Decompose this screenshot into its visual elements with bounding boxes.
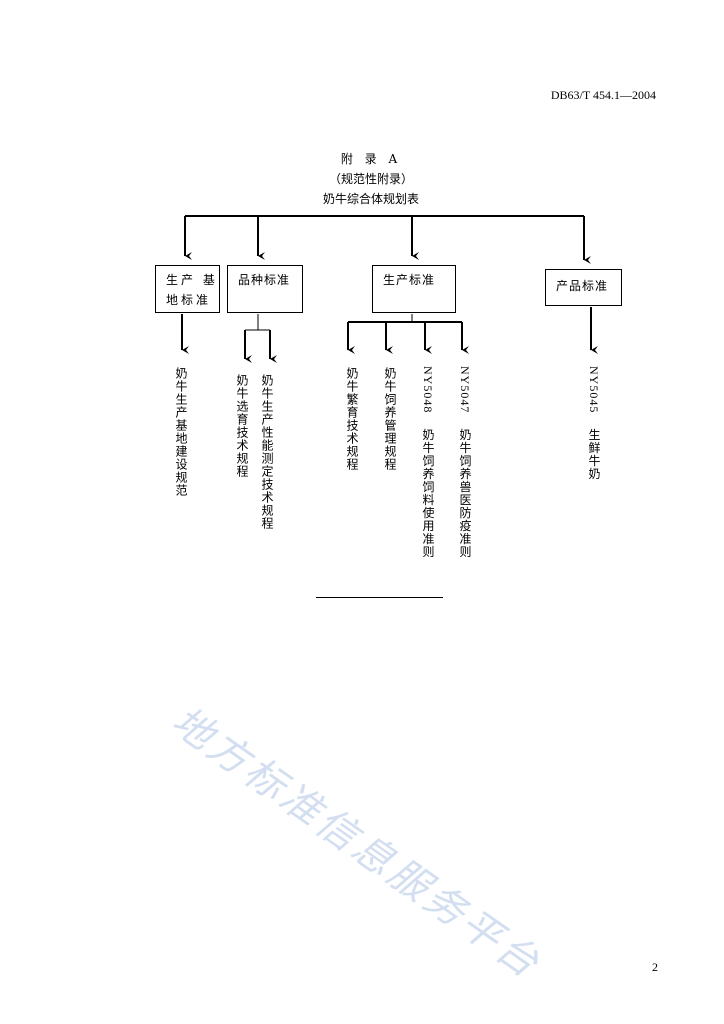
leaf-feed-use-code: NY5048 bbox=[421, 366, 435, 414]
leaf-performance-test: 奶牛生产性能测定技术规程 bbox=[260, 374, 274, 530]
leaf-milk: NY5045 生鲜牛奶 bbox=[587, 366, 601, 480]
page-number: 2 bbox=[652, 960, 658, 974]
appendix-name: 奶牛综合体规划表 bbox=[322, 192, 419, 206]
appendix-type: （规范性附录） bbox=[328, 172, 413, 186]
box-breed-standard: 品种标准 bbox=[227, 265, 303, 313]
box-base-line2: 地标准 bbox=[166, 293, 212, 307]
leaf-breeding: 奶牛繁育技术规程 bbox=[345, 367, 359, 471]
leaf-feed-use: NY5048 奶牛饲养饲料使用准则 bbox=[421, 366, 435, 558]
leaf-vet-text: 奶牛饲养兽医防疫准则 bbox=[458, 428, 472, 559]
leaf-base-construction: 奶牛生产基地建设规范 bbox=[174, 367, 188, 497]
end-rule bbox=[316, 597, 443, 598]
leaf-selection: 奶牛选育技术规程 bbox=[235, 374, 249, 478]
leaf-vet: NY5047 奶牛饲养兽医防疫准则 bbox=[458, 366, 472, 558]
leaf-milk-text: 生鲜牛奶 bbox=[587, 428, 601, 481]
appendix-title: 附 录 A bbox=[340, 152, 402, 166]
box-product-standard: 产品标准 bbox=[545, 269, 622, 306]
leaf-feed-use-text: 奶牛饲养饲料使用准则 bbox=[421, 428, 435, 559]
box-production-base-standard: 生产 基 地标准 bbox=[155, 265, 220, 313]
leaf-feeding-management: 奶牛饲养管理规程 bbox=[383, 367, 397, 471]
leaf-vet-code: NY5047 bbox=[458, 366, 472, 414]
standard-code: DB63/T 454.1—2004 bbox=[550, 88, 656, 102]
leaf-milk-code: NY5045 bbox=[587, 366, 601, 414]
box-base-line1: 生产 基 bbox=[166, 273, 218, 287]
box-production-standard: 生产标准 bbox=[372, 265, 456, 313]
